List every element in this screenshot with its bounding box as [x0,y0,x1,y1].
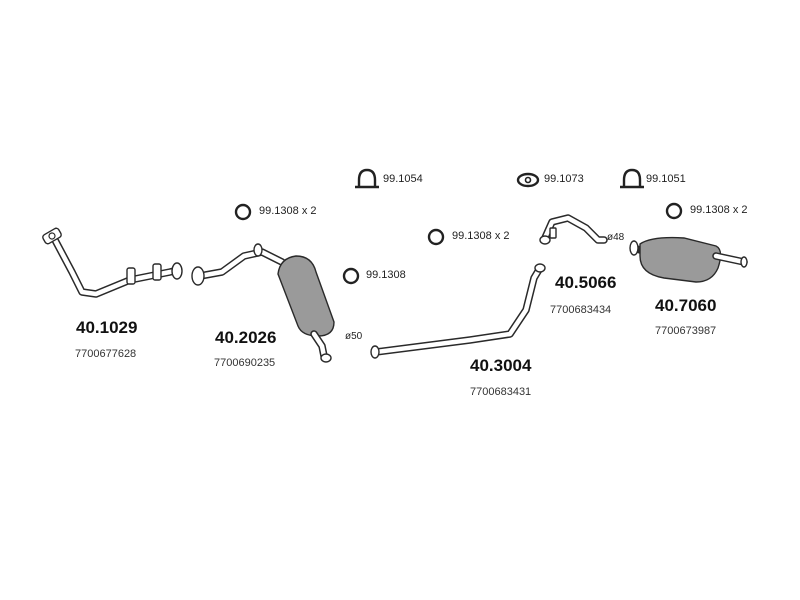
gasket-icon [516,172,540,188]
ring-icon [427,228,445,246]
rear-pipe-drawing [539,214,608,245]
oem-number-rear-pipe: 7700683434 [550,304,612,316]
part-code-rear-pipe: 40.5066 [555,273,617,292]
front-pipe-drawing [42,227,183,298]
u-clamp-icon [355,168,379,189]
center-pipe-drawing [370,263,546,359]
ring-icon [342,267,360,285]
u-clamp-icon [620,168,644,189]
accessory-label-gasket-a: 99.1073 [544,173,584,185]
rear-silencer-drawing [629,236,748,283]
accessory-label-clamp-b: 99.1051 [646,173,686,185]
accessory-label-clamp-a: 99.1054 [383,173,423,185]
accessory-label-ring-a: 99.1308 x 2 [259,205,317,217]
ring-icon [234,203,252,221]
oem-number-rear-silencer: 7700673987 [655,325,717,337]
part-code-center-pipe: 40.3004 [470,356,532,375]
part-code-front-silencer: 40.2026 [215,328,277,347]
oem-number-center-pipe: 7700683431 [470,386,532,398]
front-silencer-drawing [191,243,335,363]
dimension-label-dia-50: ø50 [345,331,363,342]
accessory-label-ring-d: 99.1308 x 2 [690,204,748,216]
dimension-label-dia-48: ø48 [607,232,625,243]
accessory-label-ring-c: 99.1308 x 2 [452,230,510,242]
part-code-rear-silencer: 40.7060 [655,296,717,315]
ring-icon [665,202,683,220]
oem-number-front-pipe: 7700677628 [75,348,137,360]
oem-number-front-silencer: 7700690235 [214,357,276,369]
part-code-front-pipe: 40.1029 [76,318,138,337]
accessory-label-ring-b: 99.1308 [366,269,406,281]
